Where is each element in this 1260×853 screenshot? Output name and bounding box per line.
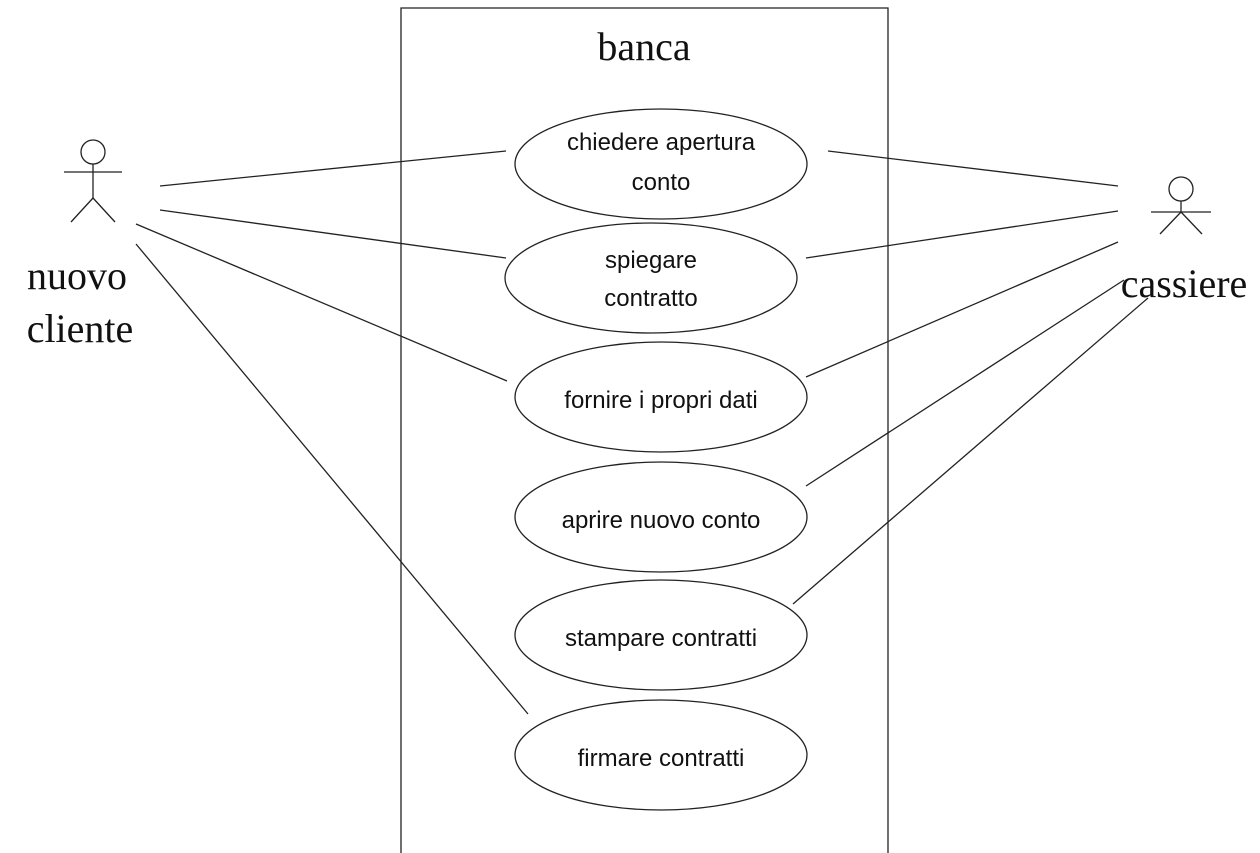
actor-stick-figure-icon <box>64 139 122 223</box>
use-case-oval <box>514 579 808 691</box>
association-cliente-spiegare-contratto <box>159 209 507 259</box>
use-case-firmare-contratti: firmare contratti <box>514 699 808 811</box>
association-cliente-firmare-contratti <box>135 243 529 715</box>
use-case-oval <box>514 461 808 573</box>
actor-left-leg <box>70 197 94 223</box>
use-case-aprire-nuovo-conto: aprire nuovo conto <box>514 461 808 573</box>
association-cassiere-stampare-contratti <box>792 297 1149 605</box>
association-cliente-fornire-dati <box>135 223 508 382</box>
use-case-label-line1: fornire i propri dati <box>564 387 757 414</box>
association-cassiere-chiedere-apertura <box>827 150 1119 187</box>
actor-stick-figure-icon <box>1151 176 1211 235</box>
actor-nuovo-cliente: nuovo cliente <box>27 139 134 351</box>
actor-head <box>80 139 106 165</box>
actor-label-line1: cassiere <box>1121 261 1248 306</box>
actor-right-leg <box>1180 211 1203 235</box>
actor-head <box>1168 176 1194 202</box>
system-boundary-frame <box>400 7 889 853</box>
use-case-oval <box>504 222 798 334</box>
use-case-oval <box>514 108 808 220</box>
use-case-label-line1: stampare contratti <box>565 625 757 652</box>
association-cassiere-spiegare-contratto <box>805 210 1119 259</box>
use-case-label-line1: spiegare <box>605 247 697 274</box>
actor-label-line1: nuovo <box>27 253 127 298</box>
use-case-label-line1: aprire nuovo conto <box>562 507 761 534</box>
use-case-chiedere-apertura-conto: chiedere apertura conto <box>514 108 808 220</box>
use-case-spiegare-contratto: spiegare contratto <box>504 222 798 334</box>
left-associations <box>135 150 529 715</box>
association-cassiere-aprire-conto <box>805 279 1125 487</box>
system-boundary: banca <box>400 7 889 853</box>
use-case-label-line2: conto <box>632 169 691 196</box>
association-cassiere-fornire-dati <box>805 241 1119 378</box>
actor-label-line2: cliente <box>27 306 134 351</box>
actor-cassiere: cassiere <box>1121 176 1248 306</box>
use-case-label-line2: contratto <box>604 285 697 312</box>
use-case-oval <box>514 699 808 811</box>
right-associations <box>792 150 1149 605</box>
use-case-label-line1: chiedere apertura <box>567 129 756 156</box>
system-title: banca <box>597 24 691 69</box>
actor-left-leg <box>1159 211 1182 235</box>
actor-right-leg <box>92 197 116 223</box>
use-case-label-line1: firmare contratti <box>578 745 745 772</box>
use-case-oval <box>514 341 808 453</box>
use-case-fornire-dati: fornire i propri dati <box>514 341 808 453</box>
use-cases: chiedere apertura conto spiegare contrat… <box>504 108 808 811</box>
association-cliente-chiedere-apertura <box>159 150 507 187</box>
use-case-stampare-contratti: stampare contratti <box>514 579 808 691</box>
